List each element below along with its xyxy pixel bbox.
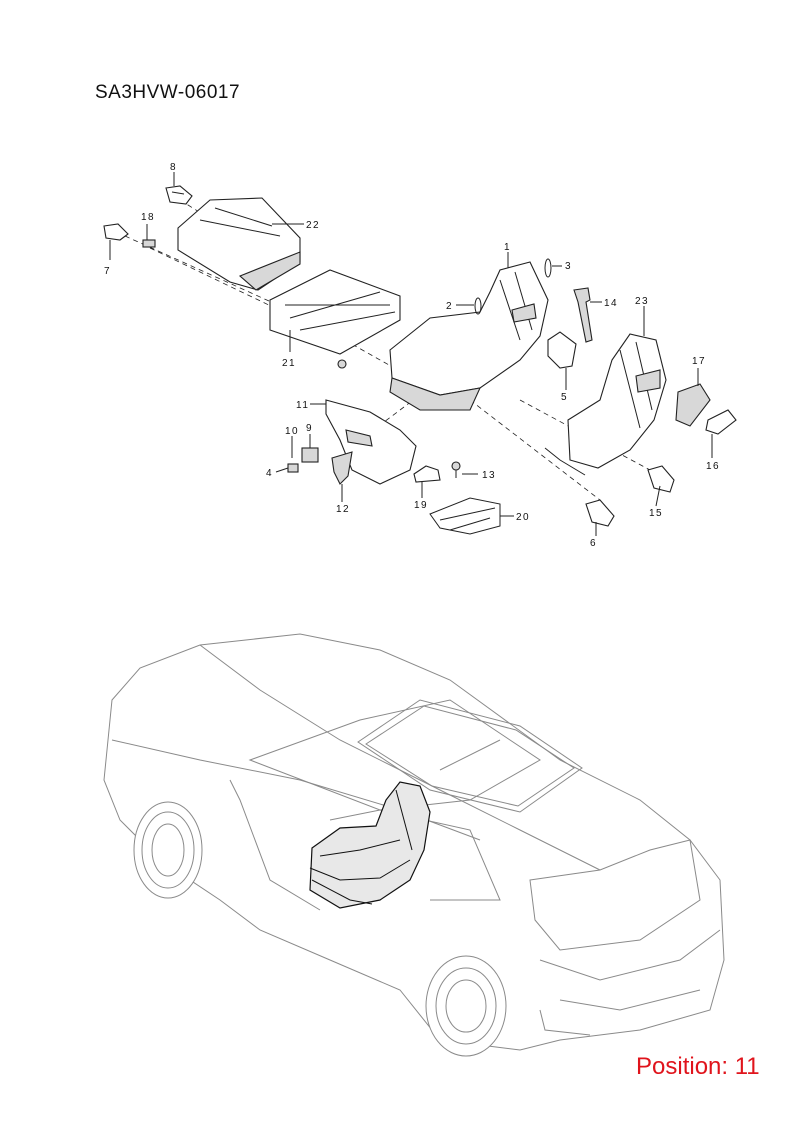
callout-1: 1 xyxy=(504,242,511,253)
callout-16: 16 xyxy=(706,461,720,472)
part-12-trim[interactable] xyxy=(331,451,353,485)
front-wheel xyxy=(425,955,507,1057)
callout-21: 21 xyxy=(282,358,296,369)
callout-20: 20 xyxy=(516,512,530,523)
part-20-wire-harness[interactable] xyxy=(429,497,501,535)
diagram-id: SA3HVW-06017 xyxy=(95,82,241,103)
part-6-bracket[interactable] xyxy=(585,499,615,527)
callout-18: 18 xyxy=(141,212,155,223)
part-5-side-cover[interactable] xyxy=(547,331,577,369)
callout-8: 8 xyxy=(170,162,177,173)
callout-2: 2 xyxy=(446,301,453,312)
callout-6: 6 xyxy=(590,538,597,549)
part-19-bracket[interactable] xyxy=(413,465,441,483)
part-2-trim-ring[interactable] xyxy=(474,297,482,315)
part-7-bracket[interactable] xyxy=(103,223,129,241)
position-label: Position: 11 xyxy=(636,1053,760,1080)
callout-9: 9 xyxy=(306,423,313,434)
callout-17: 17 xyxy=(692,356,706,367)
part-21-seat-frame[interactable] xyxy=(269,269,401,369)
callout-7: 7 xyxy=(104,266,111,277)
callout-22: 22 xyxy=(306,220,320,231)
part-8-bracket[interactable] xyxy=(165,185,193,205)
callout-14: 14 xyxy=(604,298,618,309)
callout-13: 13 xyxy=(482,470,496,481)
callout-15: 15 xyxy=(649,508,663,519)
part-17-switch-cover[interactable] xyxy=(675,383,711,427)
callout-10: 10 xyxy=(285,426,299,437)
callout-12: 12 xyxy=(336,504,350,515)
callout-5: 5 xyxy=(561,392,568,403)
part-3-trim-ring[interactable] xyxy=(544,258,552,278)
sunroof xyxy=(357,699,583,813)
rear-wheel xyxy=(133,801,203,899)
part-15-bracket[interactable] xyxy=(647,465,675,493)
part-13-screw[interactable] xyxy=(451,461,461,478)
callout-3: 3 xyxy=(565,261,572,272)
part-18-clip[interactable] xyxy=(142,239,156,248)
part-23-seat-assembly[interactable] xyxy=(544,333,667,476)
callout-19: 19 xyxy=(414,500,428,511)
callout-11: 11 xyxy=(296,400,309,411)
part-11-side-shield[interactable] xyxy=(325,399,417,485)
part-14-belt-buckle[interactable] xyxy=(573,287,593,343)
part-16-switch[interactable] xyxy=(705,409,737,435)
callout-23: 23 xyxy=(635,296,649,307)
callout-4: 4 xyxy=(266,468,273,479)
highlighted-seat xyxy=(309,781,431,909)
part-22-seat-cushion[interactable] xyxy=(177,197,301,291)
